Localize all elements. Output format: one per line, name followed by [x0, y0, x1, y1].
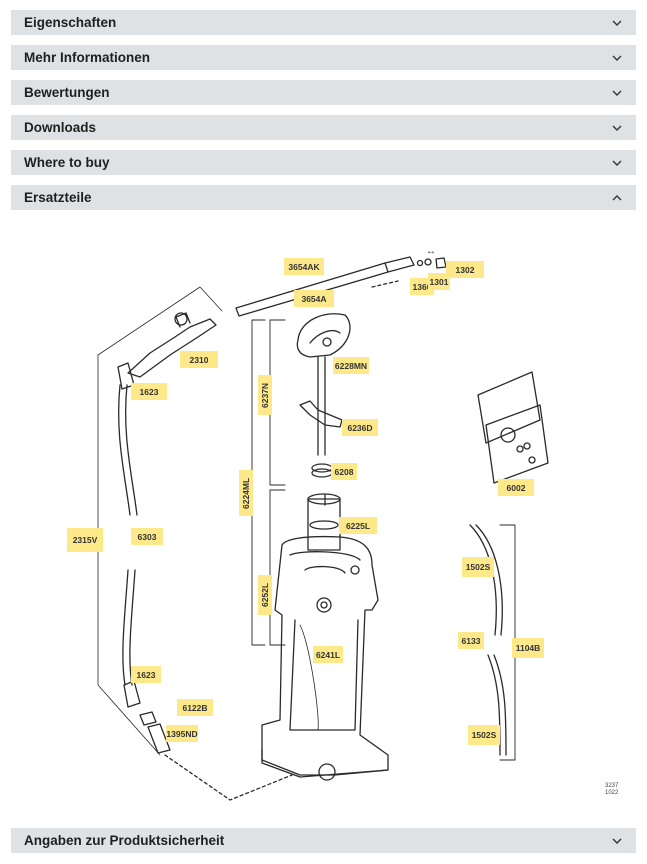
part-label[interactable]: 6252L: [258, 575, 272, 615]
accordion-mehr-informationen[interactable]: Mehr Informationen: [11, 45, 636, 70]
svg-text:↔: ↔: [426, 246, 436, 257]
part-label[interactable]: 1104B: [512, 638, 544, 658]
drawing-code-line: 1022: [605, 790, 619, 796]
accordion-ersatzteile[interactable]: Ersatzteile: [11, 185, 636, 210]
accordion-bewertungen[interactable]: Bewertungen: [11, 80, 636, 105]
accordion-eigenschaften[interactable]: Eigenschaften: [11, 10, 636, 35]
accordion-label: Mehr Informationen: [24, 50, 151, 65]
accordion-label: Angaben zur Produktsicherheit: [24, 833, 225, 848]
drawing-code: 3237 1022: [605, 783, 618, 797]
part-label[interactable]: 6241L: [313, 646, 343, 663]
drawing-code-line: 3237: [605, 783, 619, 789]
accordion-label: Where to buy: [24, 155, 110, 170]
part-label[interactable]: 1301: [428, 273, 450, 290]
part-label[interactable]: 2310: [180, 351, 218, 368]
part-label[interactable]: 6133: [458, 632, 484, 649]
part-label[interactable]: 1395ND: [166, 725, 198, 742]
part-label[interactable]: 1623: [131, 666, 161, 683]
chevron-down-icon: [610, 16, 624, 30]
part-label[interactable]: 1623: [131, 383, 167, 400]
chevron-down-icon: [610, 121, 624, 135]
accordion-label: Ersatzteile: [24, 190, 92, 205]
part-label[interactable]: 6122B: [177, 699, 213, 716]
part-label[interactable]: 1502S: [468, 725, 500, 745]
accordion-label: Downloads: [24, 120, 97, 135]
part-label[interactable]: 1302: [446, 261, 484, 278]
accordion-downloads[interactable]: Downloads: [11, 115, 636, 140]
part-label[interactable]: 6002: [498, 479, 534, 496]
part-label[interactable]: 6228MN: [333, 357, 369, 374]
chevron-down-icon: [610, 51, 624, 65]
chevron-down-icon: [610, 86, 624, 100]
part-label[interactable]: 6208: [331, 463, 357, 480]
part-label[interactable]: 6237N: [258, 375, 272, 415]
chevron-down-icon: [610, 834, 624, 848]
chevron-down-icon: [610, 156, 624, 170]
part-label[interactable]: 1502S: [462, 557, 494, 577]
chevron-up-icon: [610, 191, 624, 205]
part-label[interactable]: 3654A: [294, 290, 334, 307]
accordion-label: Eigenschaften: [24, 15, 117, 30]
part-label[interactable]: 6236D: [342, 419, 378, 436]
part-label[interactable]: 6303: [131, 528, 163, 545]
part-label[interactable]: 2315V: [67, 528, 103, 552]
part-label[interactable]: 6225L: [339, 517, 377, 534]
spare-parts-diagram: ↔ 3654AK 3654A 1360 1301 1302 2310 1623 …: [0, 215, 647, 815]
accordion-where-to-buy[interactable]: Where to buy: [11, 150, 636, 175]
part-label[interactable]: 6224ML: [239, 470, 253, 516]
part-label[interactable]: 3654AK: [284, 258, 324, 275]
accordion-produktsicherheit[interactable]: Angaben zur Produktsicherheit: [11, 828, 636, 853]
accordion-label: Bewertungen: [24, 85, 110, 100]
